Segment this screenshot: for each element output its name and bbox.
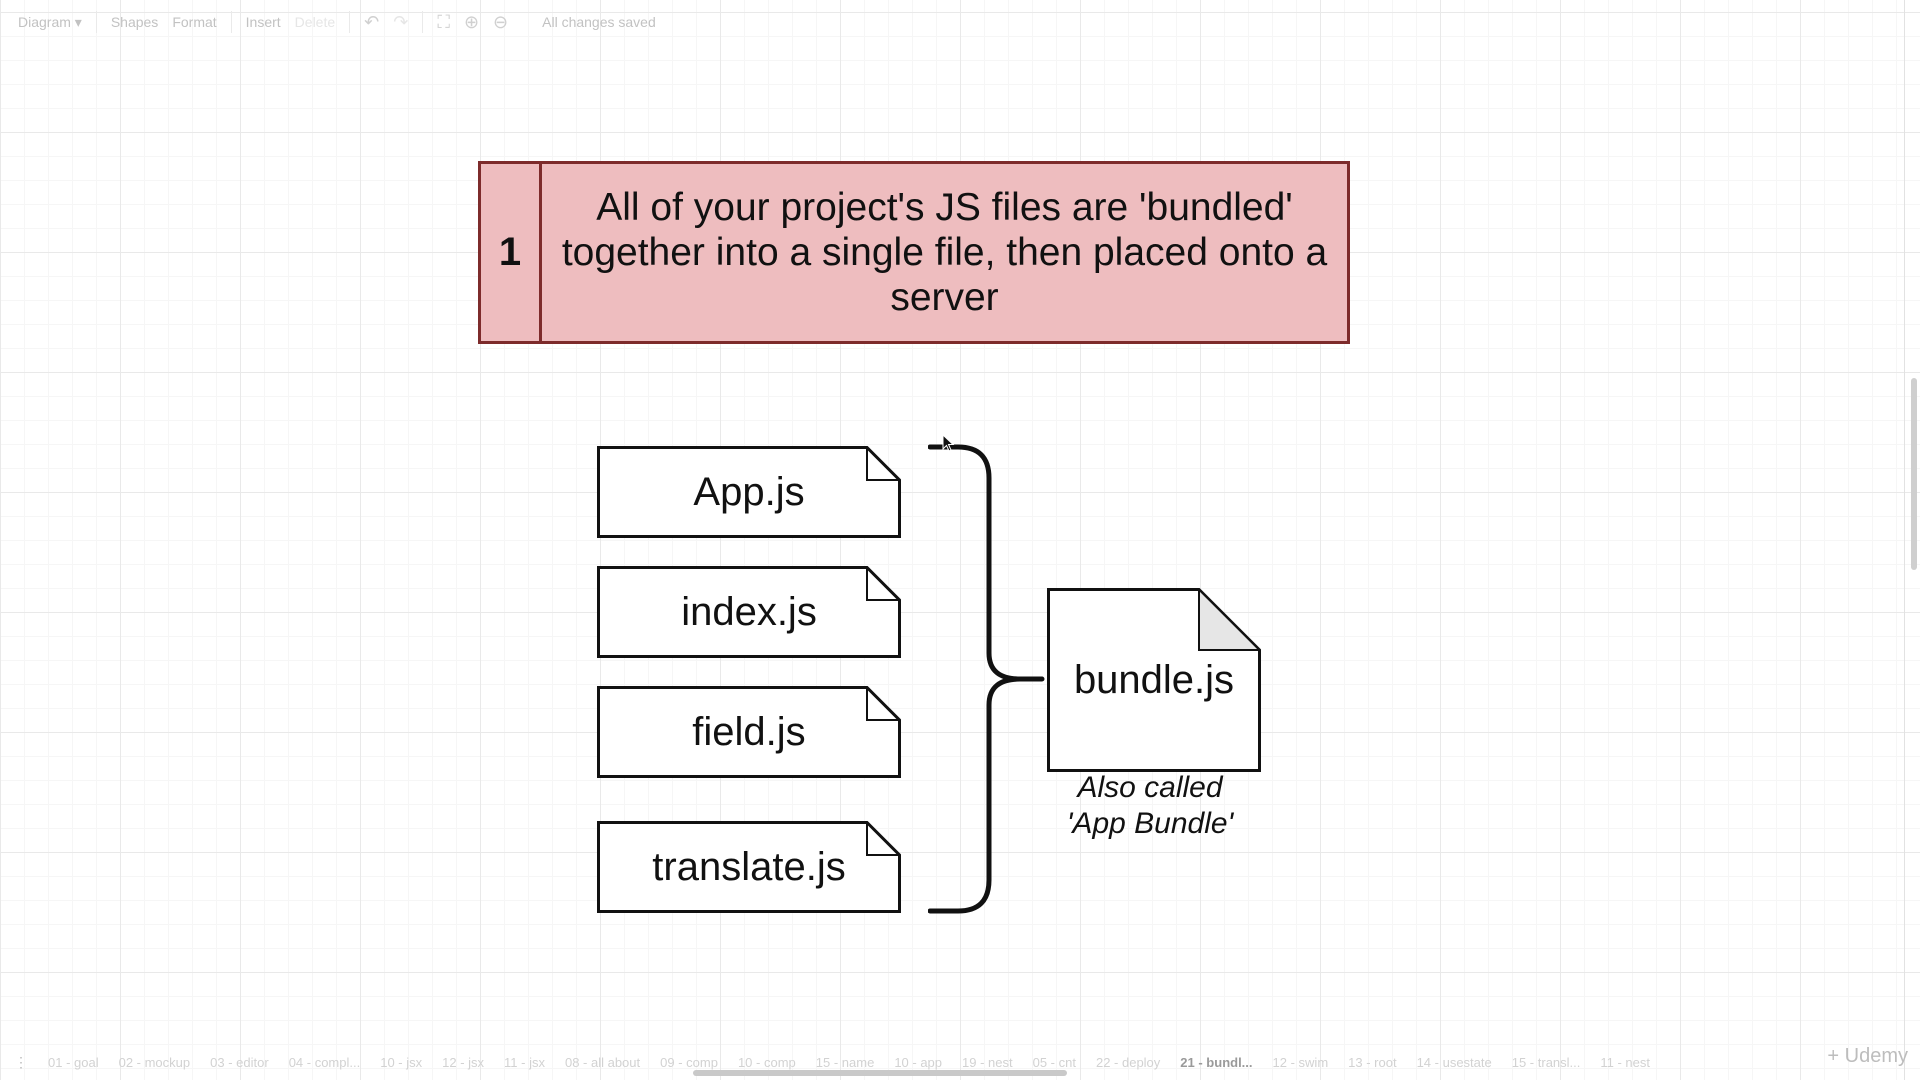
undo-icon[interactable]: ↶	[364, 11, 380, 32]
page-tab[interactable]: 15 - transl...	[1511, 1054, 1581, 1070]
title-text: All of your project's JS files are 'bund…	[561, 186, 1328, 319]
more-pages-icon[interactable]: ⋮	[14, 1053, 28, 1070]
page-tab[interactable]: 21 - bundl...	[1180, 1054, 1253, 1070]
step-number: 1	[481, 164, 542, 341]
page-tab[interactable]: 03 - editor	[210, 1054, 269, 1070]
page-tab[interactable]: 10 - comp	[737, 1054, 796, 1070]
page-tab[interactable]: 11 - jsx	[504, 1054, 545, 1070]
title-box[interactable]: 1 All of your project's JS files are 'bu…	[478, 161, 1350, 344]
page-tab[interactable]: 02 - mockup	[118, 1054, 191, 1070]
page-tabs: ⋮ 01 - goal 02 - mockup 03 - editor 04 - co…	[0, 1052, 1920, 1072]
diagram-menu[interactable]: Diagram ▾	[18, 13, 82, 30]
vertical-scrollbar[interactable]	[1911, 378, 1917, 570]
page-tab[interactable]: 12 - jsx	[442, 1054, 485, 1070]
curly-brace[interactable]	[928, 443, 1048, 915]
page-tab[interactable]: 19 - nest	[962, 1054, 1013, 1070]
bundle-label: bundle.js	[1073, 657, 1235, 702]
page-tab[interactable]: 13 - root	[1348, 1054, 1397, 1070]
page-tab[interactable]: 10 - jsx	[380, 1054, 423, 1070]
toolbar-divider	[95, 11, 97, 33]
file-shape	[597, 446, 901, 538]
fullscreen-icon[interactable]: ⛶	[437, 11, 450, 32]
caption-line: Also called	[1077, 771, 1223, 804]
zoom-out-icon[interactable]: ⊖	[493, 11, 509, 32]
horizontal-scrollbar[interactable]	[693, 1070, 1067, 1076]
file-label: translate.js	[652, 844, 846, 889]
file-index-js[interactable]: index.js	[597, 566, 901, 658]
toolbar: Diagram ▾ Shapes Format Insert Delete ↶ …	[0, 0, 1920, 44]
bundle-caption: Also called 'App Bundle'	[1020, 770, 1280, 842]
page-tab[interactable]: 12 - swim	[1272, 1054, 1329, 1070]
file-shape	[597, 566, 901, 658]
file-label: index.js	[681, 589, 817, 634]
page-tab[interactable]: 01 - goal	[48, 1054, 99, 1070]
zoom-in-icon[interactable]: ⊕	[463, 11, 480, 32]
redo-icon[interactable]: ↷	[393, 11, 409, 32]
page-tab[interactable]: 04 - compl...	[288, 1054, 361, 1070]
shapes-button[interactable]: Shapes	[110, 14, 159, 30]
delete-button[interactable]: Delete	[294, 14, 336, 30]
page-tab[interactable]: 15 - name	[815, 1054, 875, 1070]
brand-logo: + Udemy	[1827, 1045, 1908, 1067]
file-app-js[interactable]: App.js	[597, 446, 901, 538]
page-tab[interactable]: 10 - app	[894, 1054, 943, 1070]
page-tab[interactable]: 08 - all about	[564, 1054, 641, 1070]
file-shape	[597, 686, 901, 778]
canvas-edge	[1904, 0, 1905, 1080]
save-status: All changes saved	[542, 14, 656, 30]
bundle-file[interactable]: bundle.js	[1047, 588, 1261, 772]
page-tab[interactable]: 05 - cnt	[1032, 1054, 1076, 1070]
toolbar-divider	[422, 11, 424, 33]
file-field-js[interactable]: field.js	[597, 686, 901, 778]
file-shape	[597, 821, 901, 913]
diagram-menu-label: Diagram	[18, 13, 71, 30]
caption-line: 'App Bundle'	[1066, 807, 1234, 840]
page-tab[interactable]: 14 - usestate	[1416, 1054, 1492, 1070]
page-tab[interactable]: 11 - nest	[1600, 1054, 1650, 1070]
toolbar-divider	[230, 11, 232, 33]
file-label: field.js	[692, 709, 806, 754]
insert-button[interactable]: Insert	[245, 14, 281, 30]
format-button[interactable]: Format	[172, 14, 217, 30]
file-label: App.js	[693, 469, 805, 514]
mouse-cursor-icon	[942, 434, 955, 452]
bundle-file-shape	[1047, 588, 1261, 772]
file-translate-js[interactable]: translate.js	[597, 821, 901, 913]
toolbar-divider	[349, 11, 351, 33]
page-tab[interactable]: 22 - deploy	[1095, 1054, 1161, 1070]
brand-text: Udemy	[1844, 1045, 1908, 1067]
page-tab[interactable]: 09 - comp	[660, 1054, 718, 1070]
